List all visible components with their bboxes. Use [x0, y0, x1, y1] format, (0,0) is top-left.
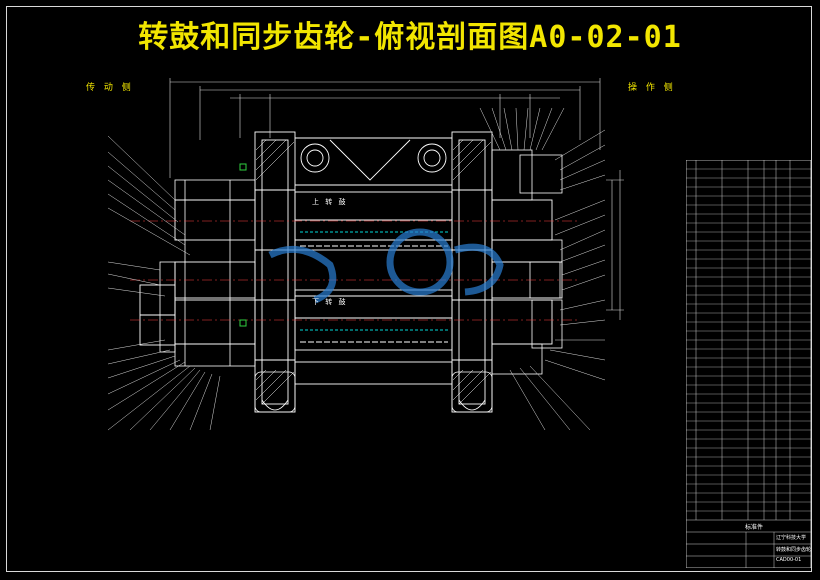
top-dimension-lines [169, 78, 601, 178]
right-gear-housing [451, 131, 493, 413]
bottom-bearing-rollers [254, 371, 493, 413]
bill-of-materials-table [686, 160, 811, 568]
left-gear-housing [254, 131, 296, 413]
left-bearing-block [159, 179, 256, 367]
left-leader-lines [107, 135, 221, 431]
upper-drum [294, 191, 453, 251]
accent-details [239, 163, 448, 331]
watermark-logo [268, 228, 504, 304]
center-lines [130, 220, 580, 321]
drawing-code: CAD00-01 [776, 557, 802, 563]
upper-drum-label: 上 转 鼓 [312, 198, 348, 206]
right-leader-lines [479, 107, 606, 431]
drawing-frame [6, 6, 812, 572]
housing-hatch [255, 139, 492, 405]
drive-side-label: 传 动 侧 [86, 83, 134, 93]
upper-frame-beam [295, 137, 452, 186]
school-name: 辽宁科技大学 [776, 535, 807, 541]
lower-drum-label: 下 转 鼓 [312, 298, 348, 306]
operator-side-label: 操 作 侧 [628, 83, 676, 93]
drawing-name: 转鼓和同步齿轮 [776, 547, 812, 553]
drawing-title: 转鼓和同步齿轮-俯视剖面图A0-02-01 [138, 20, 682, 55]
right-dimension-lines [606, 170, 624, 320]
bom-header: 标准件 [745, 524, 764, 531]
